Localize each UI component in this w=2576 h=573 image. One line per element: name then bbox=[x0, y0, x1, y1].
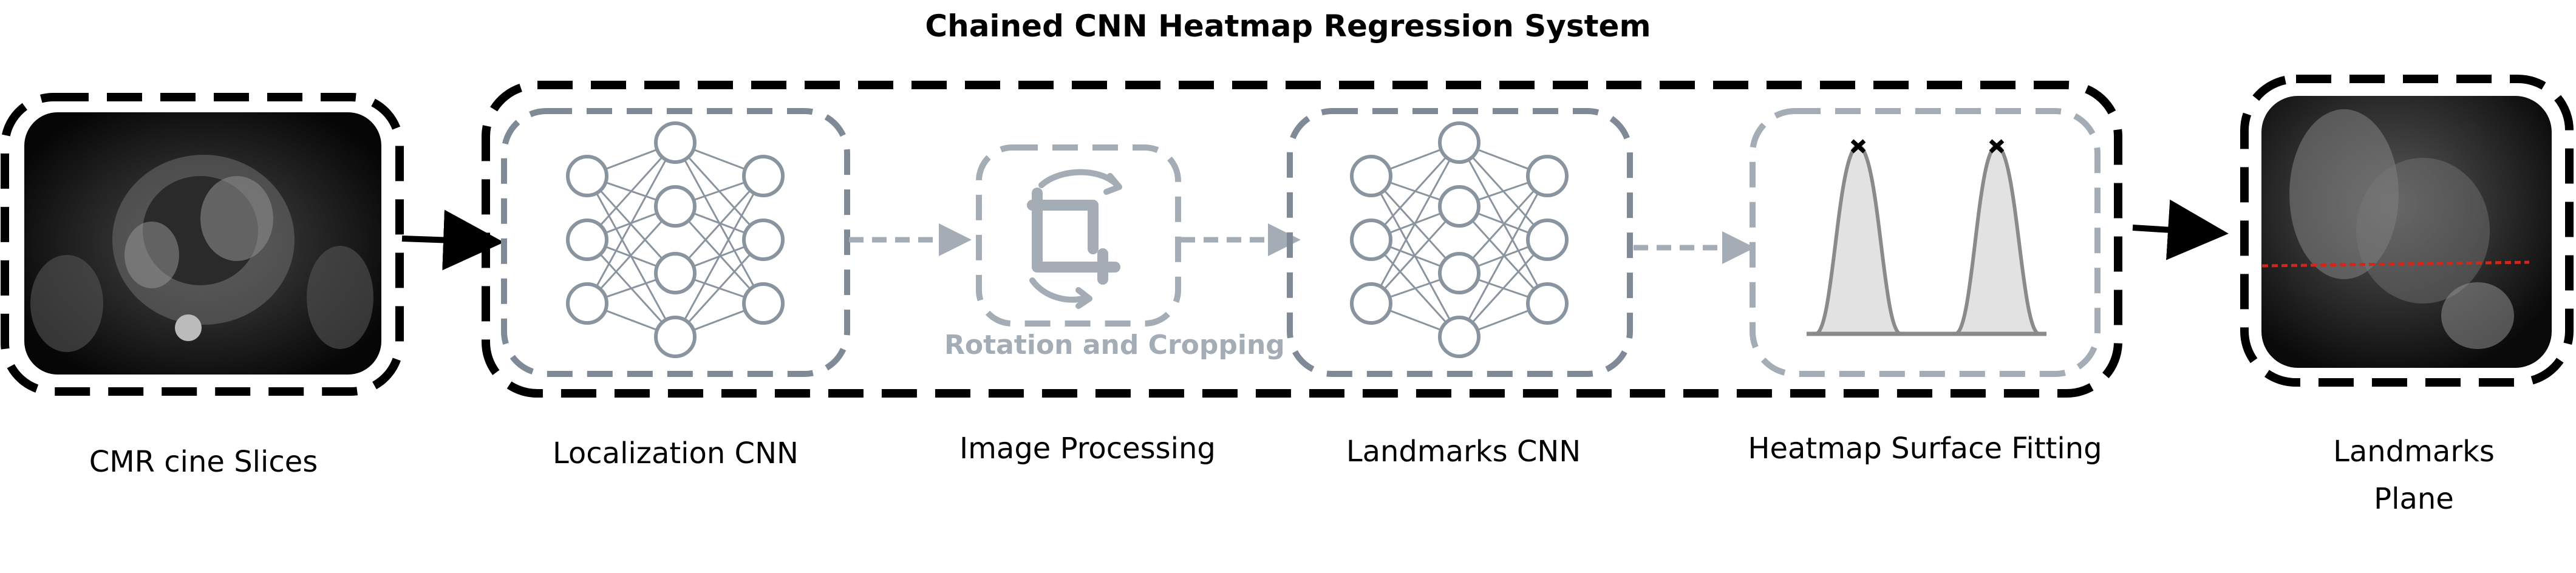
label-output: Landmarks Plane bbox=[2333, 435, 2495, 516]
landmarks-cnn-module bbox=[1287, 108, 1633, 377]
crop-rotate-icon bbox=[1027, 169, 1122, 309]
image-processing-module bbox=[976, 144, 1181, 327]
label-landmarks-cnn: Landmarks CNN bbox=[1346, 435, 1581, 469]
label-image-processing: Image Processing bbox=[959, 432, 1216, 466]
neural-network-icon bbox=[1350, 121, 1569, 358]
label-input: CMR cine Slices bbox=[89, 445, 318, 479]
output-dashed-frame bbox=[2240, 75, 2574, 387]
output-image-group bbox=[2240, 75, 2574, 387]
heatmap-surface-fitting-module bbox=[1750, 108, 2101, 377]
diagram-title: Chained CNN Heatmap Regression System bbox=[925, 8, 1651, 44]
neural-network-icon bbox=[566, 121, 785, 358]
system-dashed-frame bbox=[482, 81, 2122, 398]
arrow-input-to-system bbox=[401, 209, 504, 271]
arrow-system-to-output bbox=[2132, 199, 2229, 260]
label-localization-cnn: Localization CNN bbox=[553, 436, 799, 470]
label-heatmap-surface-fitting: Heatmap Surface Fitting bbox=[1748, 432, 2102, 466]
label-rotation-cropping: Rotation and Cropping bbox=[944, 330, 1285, 361]
gaussian-peaks-icon bbox=[1807, 139, 2046, 336]
localization-cnn-module bbox=[501, 108, 850, 377]
landmark-plane-line bbox=[2261, 260, 2530, 268]
input-image-group bbox=[1, 93, 404, 396]
